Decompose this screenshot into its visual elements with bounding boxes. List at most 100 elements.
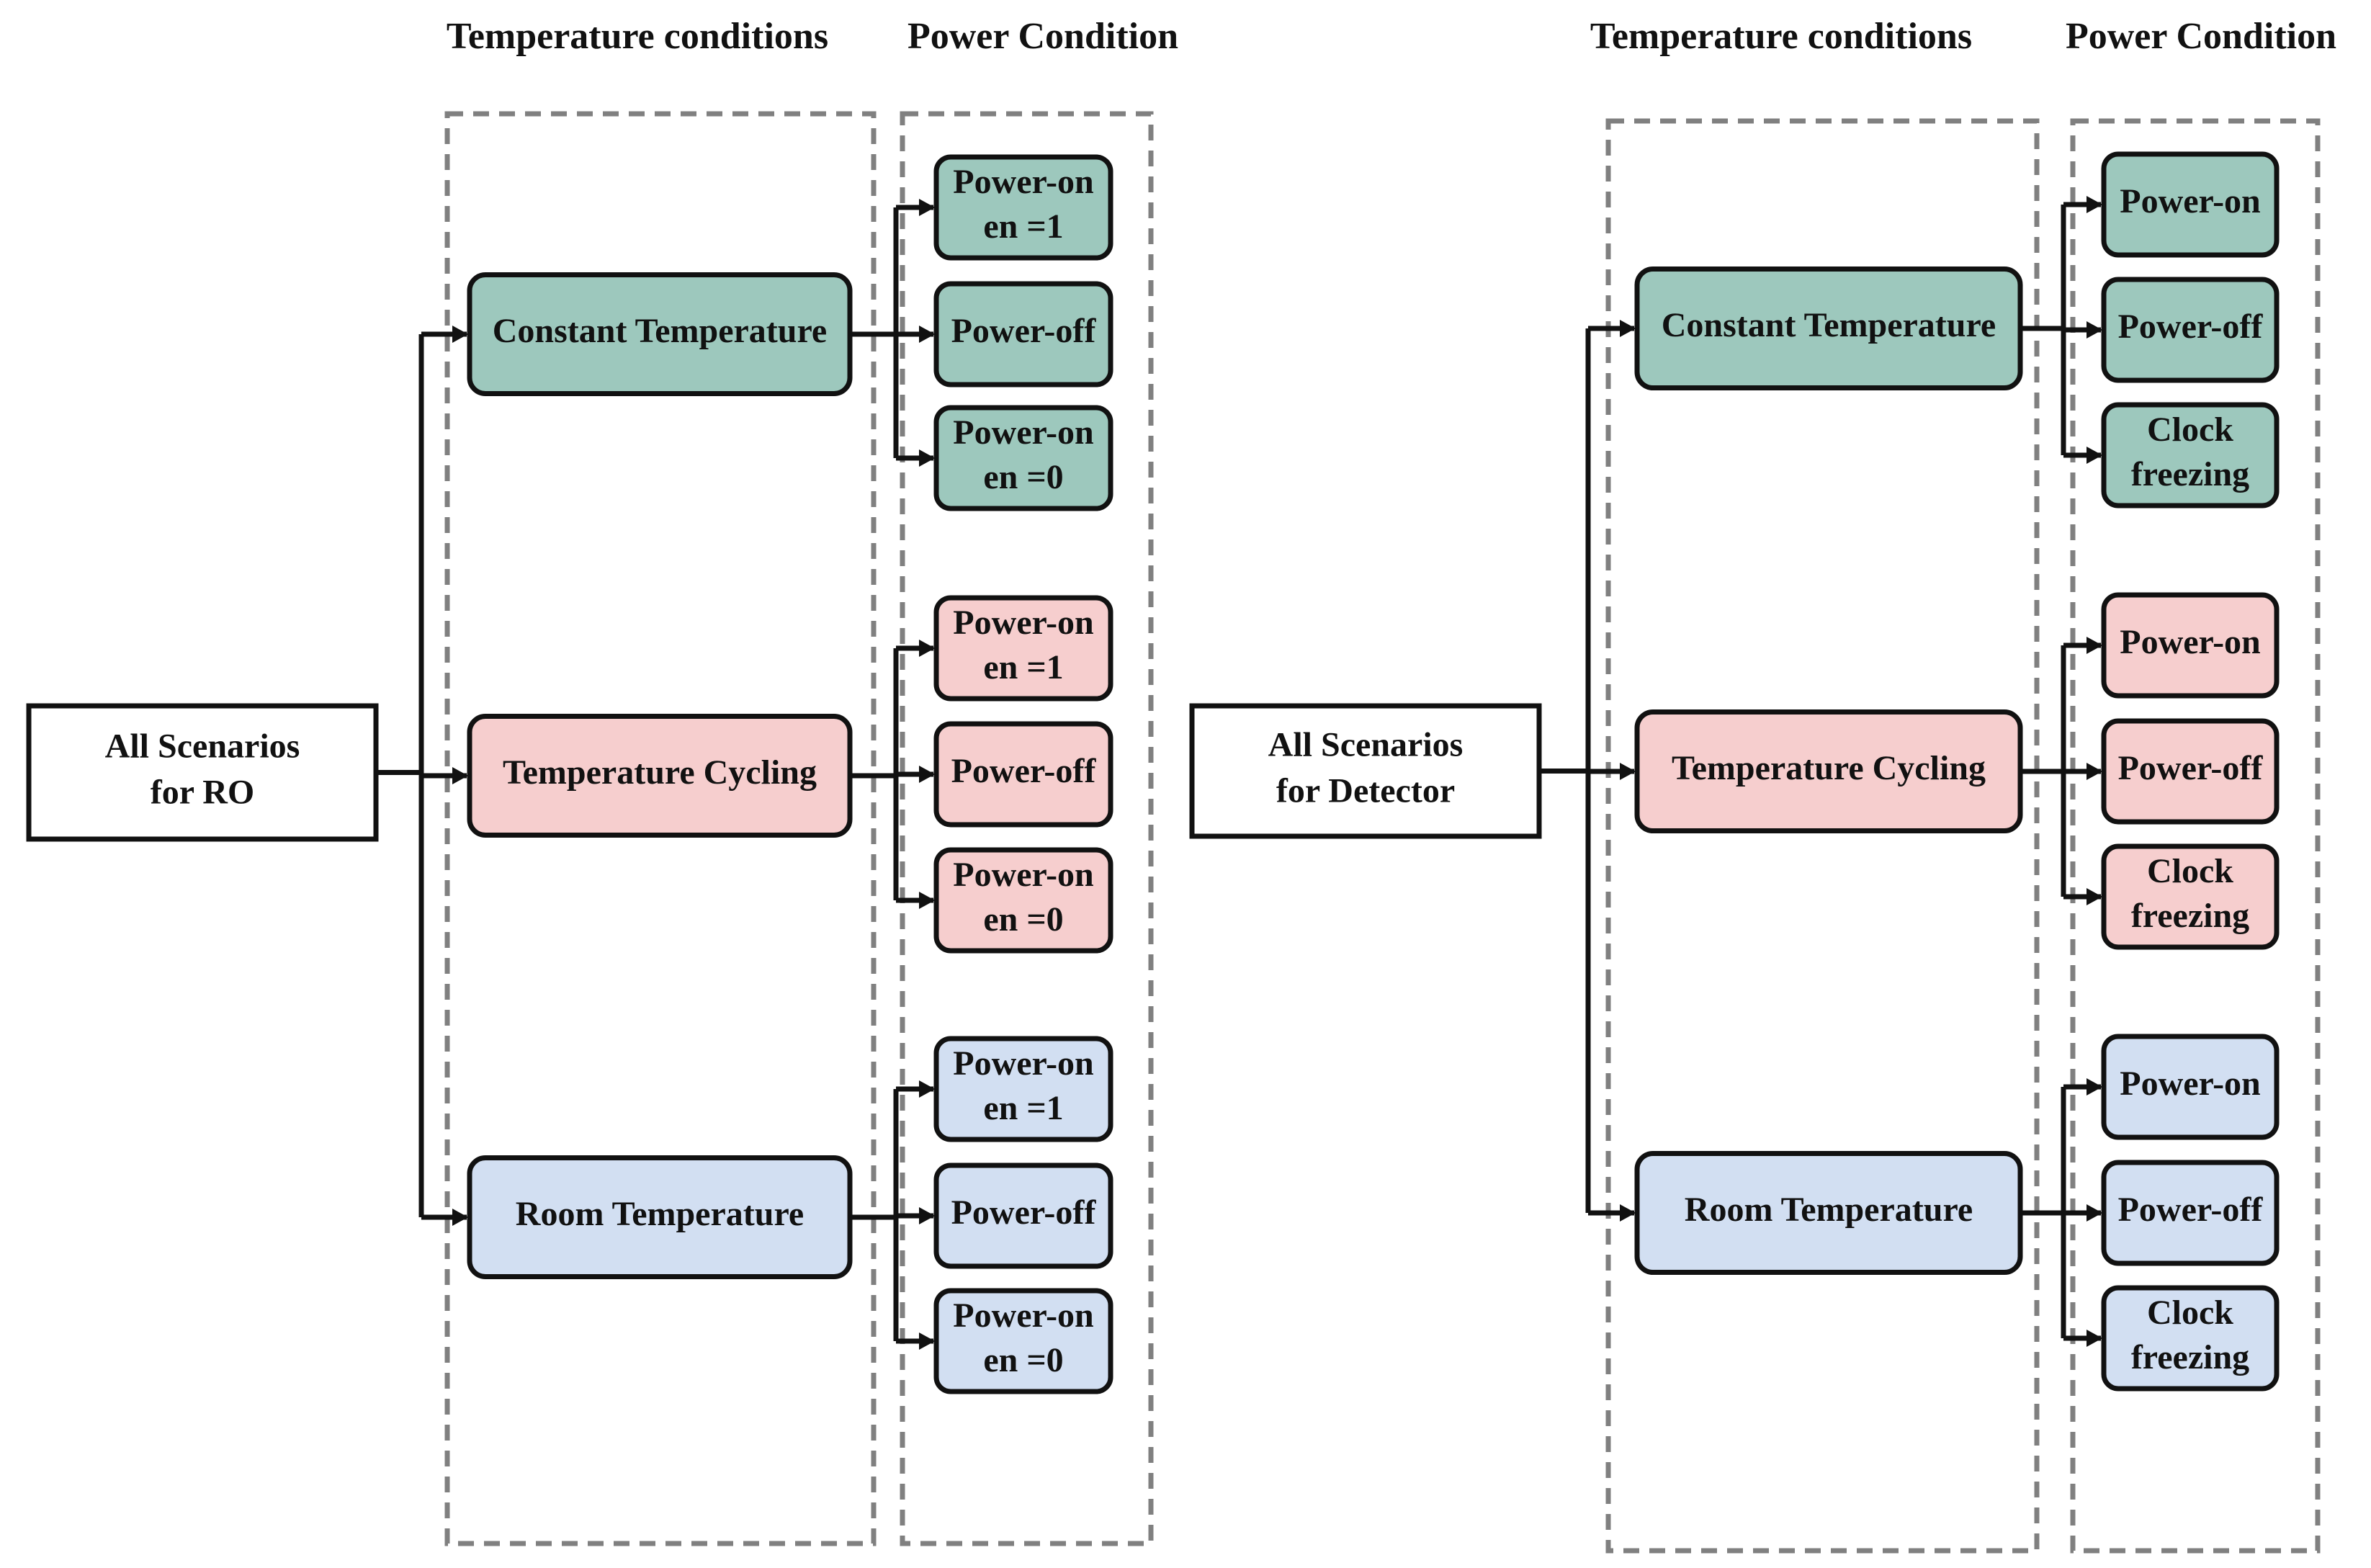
left-temperature-cycling-power-on-en-0-label: Power-on en =0 <box>953 856 1094 938</box>
right-room-temperature-power-on-label-line: Power-on <box>2120 1065 2261 1103</box>
left-temperature-cycling-power-on-en-1-label: Power-on en =1 <box>953 604 1094 686</box>
right-root-box <box>1189 703 1542 839</box>
left-constant-temperature-label-line: Constant Temperature <box>493 312 827 350</box>
right-temperature-cycling-power-on-arrowhead <box>2087 637 2102 654</box>
left-constant-temperature-power-off-label-line: Power-off <box>951 312 1097 350</box>
left-temperature-cycling-power-on-en-1-label-line: Power-on <box>953 604 1094 642</box>
right-constant-temperature-power-off-arrowhead <box>2087 321 2102 339</box>
left-root-label-line: for RO <box>151 774 254 812</box>
right-temperature-cycling-power-on-label: Power-on <box>2120 623 2261 661</box>
right-temperature-cycling-power-off-label: Power-off <box>2118 749 2264 787</box>
right-temperature-cycling-power-off-arrowhead <box>2087 763 2102 780</box>
right-temperature-cycling-power-on-label-line: Power-on <box>2120 623 2261 661</box>
right-temperature-cycling-clock-freezing-label-line: Clock <box>2147 852 2233 890</box>
left-room-temperature-power-on-en-1-label: Power-on en =1 <box>953 1044 1094 1127</box>
right-room-temperature-power-off-arrowhead <box>2087 1204 2102 1222</box>
left-constant-temperature-power-on-en-1-label-line: en =1 <box>983 207 1063 246</box>
left-temperature-cycling-power-on-en-1-box <box>933 595 1113 702</box>
left-root-label: All Scenarios for RO <box>105 727 300 812</box>
right-temperature-cycling-power-off-label-line: Power-off <box>2118 749 2264 787</box>
right-temperature-cycling-label-line: Temperature Cycling <box>1672 749 1986 787</box>
right-constant-temperature-power-off-label: Power-off <box>2118 308 2264 346</box>
left-room-temperature-power-on-en-0-label: Power-on en =0 <box>953 1296 1094 1379</box>
right-constant-temperature-label: Constant Temperature <box>1662 306 1996 344</box>
right-room-temperature-clock-freezing-box <box>2101 1285 2280 1392</box>
left-temperature-cycling-power-off-label: Power-off <box>951 752 1097 790</box>
right-constant-temperature-power-off-box <box>2101 277 2280 383</box>
right-room-temperature-power-off-box <box>2101 1160 2280 1266</box>
left-root-box <box>26 703 379 842</box>
right-room-temperature-power-on-arrowhead <box>2087 1078 2102 1096</box>
left-temperature-cycling-arrowhead <box>452 767 468 784</box>
left-room-temperature-arrowhead <box>452 1209 468 1226</box>
right-room-temperature-power-off-label-line: Power-off <box>2118 1191 2264 1229</box>
left-header-power-condition: Power Condition <box>907 16 1178 57</box>
right-temperature-cycling-arrowhead <box>1620 763 1636 780</box>
left-temperature-cycling-power-on-en-1-arrowhead <box>919 640 935 657</box>
left-room-temperature-power-on-en-0-label-line: Power-on <box>953 1296 1094 1335</box>
left-temperature-cycling-power-on-en-0-label-line: Power-on <box>953 856 1094 894</box>
left-room-temperature-power-on-en-1-label-line: en =1 <box>983 1089 1063 1127</box>
left-temperature-cycling-power-on-en-1-label-line: en =1 <box>983 648 1063 686</box>
right-constant-temperature-label-line: Constant Temperature <box>1662 306 1996 344</box>
left-temperature-cycling-power-off-label-line: Power-off <box>951 752 1097 790</box>
left-room-temperature-label-line: Room Temperature <box>516 1195 804 1233</box>
right-constant-temperature-power-off-label-line: Power-off <box>2118 308 2264 346</box>
right-room-temperature-label: Room Temperature <box>1685 1191 1973 1229</box>
right-room-temperature-power-on-box <box>2101 1034 2280 1140</box>
right-constant-temperature-clock-freezing-label-line: freezing <box>2131 455 2249 493</box>
left-constant-temperature-label: Constant Temperature <box>493 312 827 350</box>
left-constant-temperature-power-on-en-1-box <box>933 154 1113 261</box>
right-constant-temperature-clock-freezing-label: Clock freezing <box>2131 411 2249 493</box>
left-room-temperature-power-on-en-0-arrowhead <box>919 1332 935 1350</box>
left-room-temperature-power-off-arrowhead <box>919 1207 935 1224</box>
left-room-temperature-label: Room Temperature <box>516 1195 804 1233</box>
right-temperature-cycling-power-off-box <box>2101 718 2280 825</box>
left-room-temperature-power-on-en-1-box <box>933 1036 1113 1142</box>
left-room-temperature-power-on-en-1-arrowhead <box>919 1080 935 1098</box>
left-room-temperature-power-on-en-1-label-line: Power-on <box>953 1044 1094 1083</box>
right-room-temperature-clock-freezing-label-line: freezing <box>2131 1338 2249 1376</box>
right-constant-temperature-power-on-label-line: Power-on <box>2120 182 2261 220</box>
left-temperature-cycling-label-line: Temperature Cycling <box>503 753 817 792</box>
right-temperature-cycling-power-on-box <box>2101 592 2280 699</box>
right-constant-temperature-power-on-arrowhead <box>2087 196 2102 213</box>
right-temperature-cycling-clock-freezing-label: Clock freezing <box>2131 852 2249 935</box>
left-room-temperature-power-off-label-line: Power-off <box>951 1193 1097 1232</box>
left-room-temperature-power-on-en-0-label-line: en =0 <box>983 1341 1063 1379</box>
right-constant-temperature-power-on-label: Power-on <box>2120 182 2261 220</box>
left-constant-temperature-power-off-arrowhead <box>919 326 935 343</box>
left-temperature-column-frame <box>444 111 877 1546</box>
right-temperature-cycling-label: Temperature Cycling <box>1672 749 1986 787</box>
left-constant-temperature-power-on-en-0-label: Power-on en =0 <box>953 413 1094 496</box>
left-constant-temperature-power-on-en-0-label-line: Power-on <box>953 413 1094 452</box>
right-temperature-cycling-clock-freezing-arrowhead <box>2087 888 2102 905</box>
left-root-label-line: All Scenarios <box>105 727 300 766</box>
left-header-temperature-conditions: Temperature conditions <box>447 16 828 57</box>
left-temperature-cycling-power-off-arrowhead <box>919 766 935 783</box>
left-temperature-cycling-power-on-en-0-box <box>933 847 1113 954</box>
left-room-temperature-power-off-box <box>933 1162 1113 1269</box>
left-constant-temperature-power-on-en-0-arrowhead <box>919 449 935 467</box>
left-constant-temperature-power-on-en-0-label-line: en =0 <box>983 458 1063 496</box>
right-constant-temperature-clock-freezing-arrowhead <box>2087 447 2102 464</box>
right-room-temperature-arrowhead <box>1620 1204 1636 1222</box>
right-room-temperature-clock-freezing-arrowhead <box>2087 1330 2102 1347</box>
right-header-temperature-conditions: Temperature conditions <box>1590 16 1972 57</box>
left-constant-temperature-arrowhead <box>452 326 468 343</box>
right-room-temperature-power-on-label: Power-on <box>2120 1065 2261 1103</box>
left-temperature-cycling-power-on-en-0-label-line: en =0 <box>983 900 1063 938</box>
right-temperature-cycling-clock-freezing-box <box>2101 843 2280 950</box>
left-temperature-cycling-label: Temperature Cycling <box>503 753 817 792</box>
right-temperature-cycling-clock-freezing-label-line: freezing <box>2131 897 2249 935</box>
right-root-label-line: All Scenarios <box>1268 726 1464 764</box>
left-power-column-frame <box>900 111 1154 1546</box>
right-constant-temperature-arrowhead <box>1620 320 1636 337</box>
left-constant-temperature-power-on-en-0-box <box>933 405 1113 511</box>
left-temperature-cycling-power-off-box <box>933 721 1113 828</box>
left-constant-temperature-power-on-en-1-arrowhead <box>919 199 935 216</box>
right-header-power-condition: Power Condition <box>2066 16 2336 57</box>
right-constant-temperature-clock-freezing-label-line: Clock <box>2147 411 2233 449</box>
